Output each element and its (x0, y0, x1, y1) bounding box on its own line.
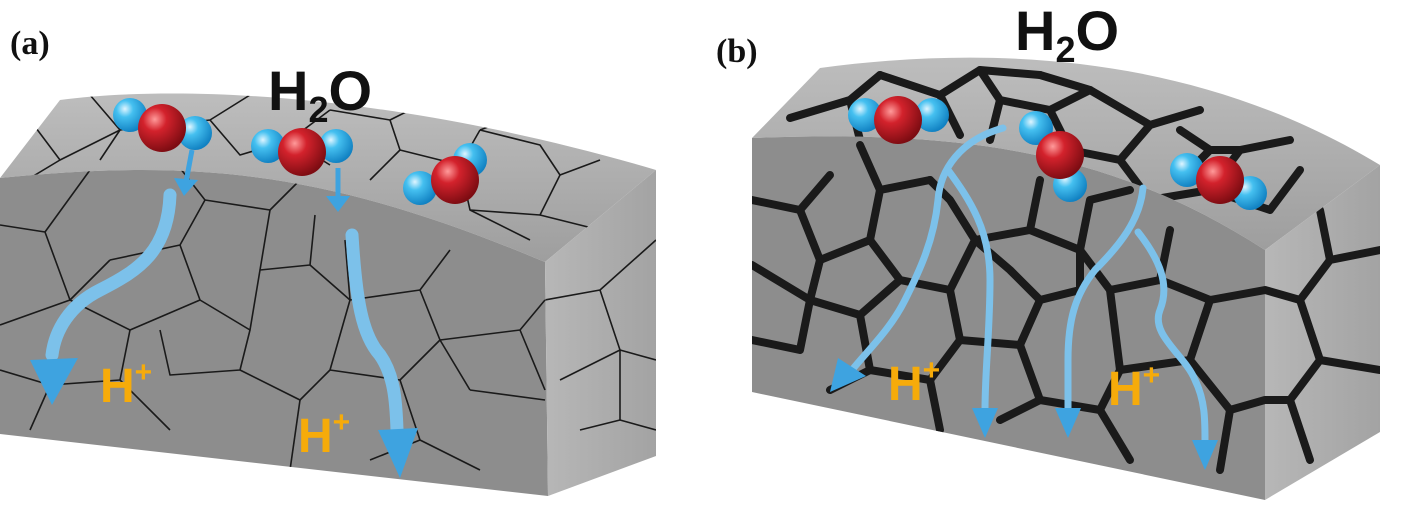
h2o-label-a: H2O (268, 59, 372, 130)
proton-label-b-1: H+ (888, 354, 940, 411)
diffusion-arrow-b-3 (1064, 184, 1147, 414)
diffusion-arrow-b-4 (1134, 228, 1209, 444)
block-side-face-a (545, 170, 656, 496)
water-molecule-a-2 (251, 128, 353, 176)
entry-arrowhead-a-2 (326, 196, 350, 212)
water-molecule-a-3 (403, 143, 487, 205)
water-molecule-b-3 (1170, 153, 1267, 210)
block-front-face-b (752, 136, 1265, 500)
diffusion-arrow-a-right (345, 228, 404, 437)
arrowhead-b-4 (1192, 440, 1218, 470)
panel-b: (b) (716, 0, 1380, 500)
diffusion-arrow-b-1 (848, 124, 1007, 374)
grain-boundaries-side-a (545, 239, 656, 431)
diffusion-arrows-a (30, 149, 418, 478)
entry-arrow-a-1 (183, 149, 195, 183)
water-molecule-b-2 (1019, 111, 1087, 202)
grain-boundaries-top-b (786, 66, 1304, 244)
proton-label-b-2: H+ (1108, 359, 1160, 416)
water-molecule-b-1 (848, 96, 949, 144)
diffusion-arrow-a-left (45, 188, 177, 362)
arrowhead-a-left (30, 358, 78, 405)
entry-arrowhead-a-1 (174, 178, 198, 196)
panel-a: (a) (0, 25, 656, 497)
proton-label-a-2: H+ (298, 406, 350, 463)
diffusion-arrows-b (830, 124, 1218, 470)
arrowhead-b-3 (1055, 408, 1081, 438)
diffusion-arrow-b-2 (944, 166, 994, 414)
arrowhead-a-right (378, 428, 418, 478)
proton-label-a-1: H+ (100, 356, 152, 413)
grain-boundaries-top-a (29, 94, 601, 241)
water-molecule-a-1 (113, 98, 212, 152)
arrowhead-b-1 (830, 358, 866, 392)
h2o-label-b: H2O (1015, 0, 1119, 70)
panel-label-a: (a) (10, 25, 50, 62)
panel-label-b: (b) (716, 33, 758, 70)
grain-boundaries-side-b (1265, 206, 1380, 464)
arrowhead-b-2 (972, 408, 998, 438)
sample-block-b (752, 57, 1380, 500)
